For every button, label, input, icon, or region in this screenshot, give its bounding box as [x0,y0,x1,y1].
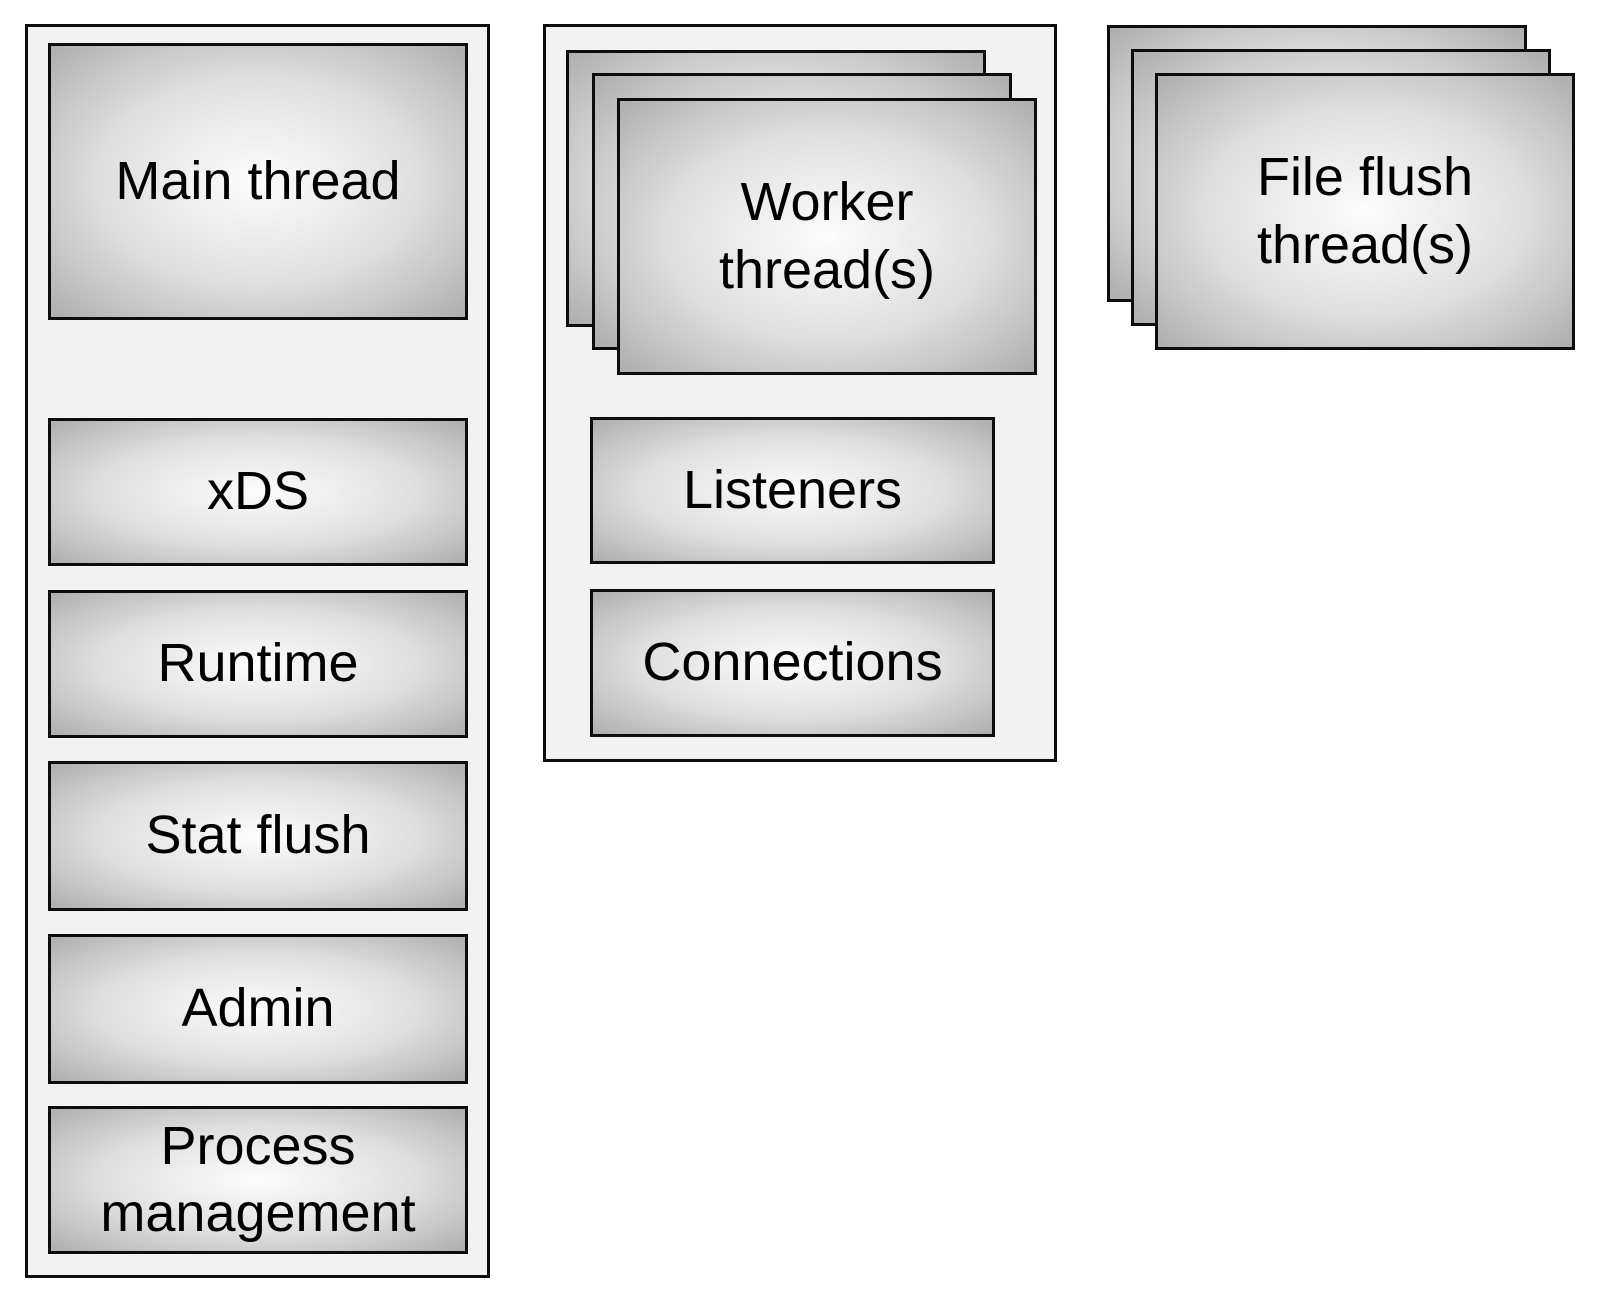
runtime-box: Runtime [48,590,468,738]
main-thread-label: Main thread [115,150,401,211]
xds-box: xDS [48,418,468,566]
process-management-box: Process management [48,1106,468,1254]
stat-flush-label: Stat flush [145,805,371,866]
file-flush-box: File flush thread(s) [1155,73,1575,350]
connections-label: Connections [642,632,943,693]
listeners-box: Listeners [590,417,995,564]
listeners-label: Listeners [682,459,903,520]
connections-box: Connections [590,589,995,737]
main-thread-container: Main thread xDS Runtime Stat flush Admin… [25,24,490,1278]
admin-label: Admin [181,978,335,1039]
main-thread-box: Main thread [48,43,468,320]
worker-thread-container: Worker thread(s) Listeners Connections [543,24,1057,762]
stat-flush-box: Stat flush [48,761,468,911]
runtime-label: Runtime [157,633,359,694]
file-flush-label: File flush thread(s) [1256,147,1474,275]
worker-thread-label: Worker thread(s) [718,172,936,300]
worker-thread-box: Worker thread(s) [617,98,1037,375]
xds-label: xDS [206,461,309,522]
process-management-label: Process management [100,1115,416,1244]
admin-box: Admin [48,934,468,1084]
